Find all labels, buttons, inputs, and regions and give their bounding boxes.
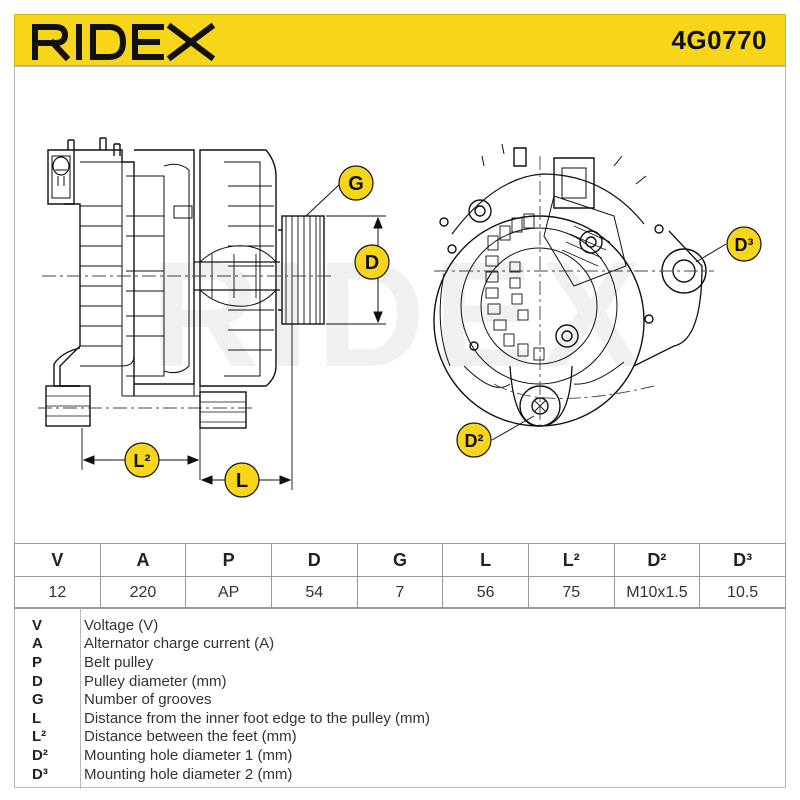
legend-key: D — [32, 672, 43, 690]
legend-key: D² — [32, 746, 48, 764]
legend-text: Number of grooves — [84, 691, 212, 709]
spec-value-cell: 7 — [356, 576, 444, 609]
centre-lines — [38, 275, 334, 409]
callout-l: L — [224, 462, 260, 498]
legend-item: G Number of grooves — [14, 690, 786, 709]
spec-header-cell: D³ — [699, 543, 786, 577]
legend-key: L — [32, 709, 42, 727]
legend-item: V Voltage (V) — [14, 616, 786, 635]
legend-item: L Distance from the inner foot edge to t… — [14, 709, 786, 728]
spec-value-cell: M10x1.5 — [613, 576, 701, 609]
spec-header-cell: D² — [613, 543, 701, 577]
svg-text:D²: D² — [465, 431, 484, 451]
legend-key: D³ — [32, 765, 48, 783]
legend-key: G — [32, 691, 44, 709]
spec-value-cell: 56 — [442, 576, 529, 609]
legend-text: Mounting hole diameter 1 (mm) — [84, 746, 293, 764]
spec-value-cell: 54 — [270, 576, 358, 609]
spec-header-cell: P — [185, 543, 272, 577]
legend-item: L² Distance between the feet (mm) — [14, 728, 786, 747]
spec-header-cell: D — [270, 543, 358, 577]
dimension-d — [326, 215, 386, 325]
legend-key: A — [32, 635, 43, 653]
legend-text: Voltage (V) — [84, 616, 159, 634]
legend-item: D Pulley diameter (mm) — [14, 672, 786, 691]
spec-header-cell: G — [356, 543, 444, 577]
legend-item: A Alternator charge current (A) — [14, 635, 786, 654]
legend-text: Distance from the inner foot edge to the… — [84, 709, 430, 727]
dimension-d2-leader — [491, 415, 535, 441]
callout-d3: D³ — [726, 226, 762, 262]
callout-d: D — [354, 244, 390, 280]
svg-text:D: D — [365, 252, 379, 274]
spec-value-cell: 12 — [14, 576, 101, 609]
dimension-g-leader — [305, 182, 342, 217]
ridex-watermark: RIDEX — [151, 230, 649, 398]
legend-item: D³ Mounting hole diameter 2 (mm) — [14, 765, 786, 784]
end-view-centre-lines — [434, 156, 714, 426]
legend-text: Alternator charge current (A) — [84, 635, 275, 653]
svg-text:G: G — [348, 173, 364, 195]
callout-l2: L² — [124, 442, 160, 478]
svg-text:D³: D³ — [735, 235, 754, 255]
legend-text: Mounting hole diameter 2 (mm) — [84, 765, 293, 783]
part-number: 4G0770 — [671, 25, 767, 55]
spec-table: V A P D G L L² D² D³ 12 220 AP 54 7 56 7… — [14, 543, 786, 609]
bolt-circle-line — [493, 383, 655, 399]
spec-header-cell: V — [14, 543, 101, 577]
legend-item: P Belt pulley — [14, 653, 786, 672]
spec-value-cell: 220 — [99, 576, 187, 609]
callout-d2: D² — [456, 422, 492, 458]
alternator-diagram: RIDEX — [38, 137, 762, 498]
legend-key: L² — [32, 728, 47, 746]
spec-value-cell: AP — [185, 576, 272, 609]
legend-text: Distance between the feet (mm) — [84, 728, 297, 746]
spec-header-cell: A — [99, 543, 187, 577]
spec-header-row: V A P D G L L² D² D³ — [14, 543, 786, 577]
legend-divider — [80, 608, 81, 789]
legend-item: D² Mounting hole diameter 1 (mm) — [14, 746, 786, 765]
alternator-end-view — [433, 143, 707, 427]
spec-value-row: 12 220 AP 54 7 56 75 M10x1.5 10.5 — [14, 576, 786, 609]
spec-header-cell: L² — [527, 543, 615, 577]
spec-value-cell: 75 — [527, 576, 615, 609]
svg-text:L²: L² — [134, 451, 151, 471]
svg-text:L: L — [236, 470, 248, 492]
spec-value-cell: 10.5 — [699, 576, 786, 609]
legend: V Voltage (V) A Alternator charge curren… — [14, 607, 786, 789]
callout-g: G — [338, 165, 374, 201]
legend-text: Pulley diameter (mm) — [84, 672, 227, 690]
legend-key: P — [32, 653, 43, 671]
header-bar: 4G0770 — [14, 14, 786, 66]
content-frame — [14, 66, 786, 788]
spec-header-cell: L — [442, 543, 529, 577]
legend-text: Belt pulley — [84, 653, 154, 671]
dimension-d3-leader — [695, 243, 727, 263]
legend-key: V — [32, 616, 43, 634]
ridex-logo — [32, 22, 216, 61]
